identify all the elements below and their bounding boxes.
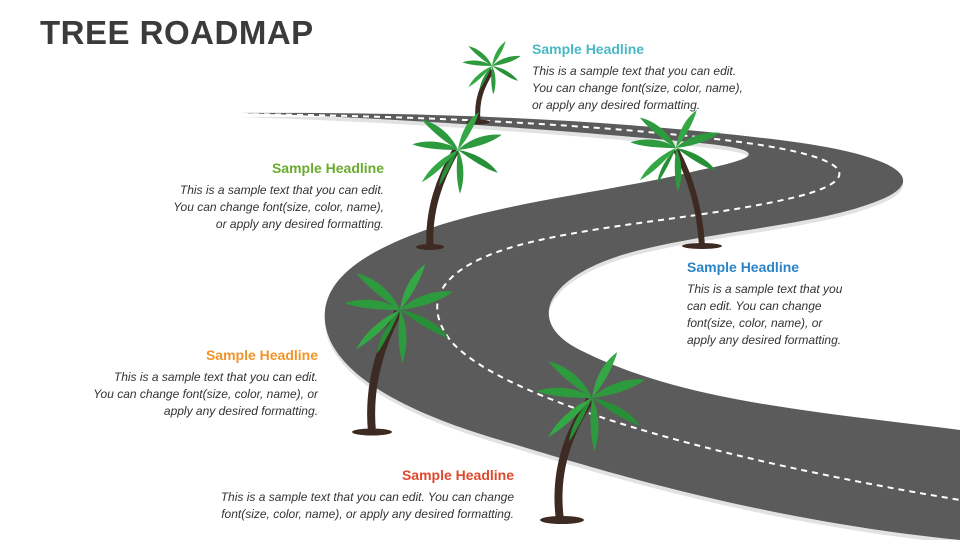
milestone-4: Sample Headline This is a sample text th… [58, 347, 318, 420]
milestone-1-text: This is a sample text that you can edit.… [532, 64, 743, 112]
milestone-1-headline: Sample Headline [532, 41, 645, 57]
palm-tree-2 [412, 112, 502, 250]
milestone-3-text: This is a sample text that you can edit.… [687, 282, 843, 347]
milestone-5-text: This is a sample text that you can edit.… [220, 490, 514, 521]
milestone-5: Sample Headline This is a sample text th… [154, 467, 514, 523]
milestone-4-headline: Sample Headline [205, 347, 318, 363]
milestone-3: Sample Headline This is a sample text th… [687, 259, 907, 349]
road [240, 112, 960, 540]
palm-tree-4 [344, 264, 453, 436]
palm-tree-3 [630, 110, 722, 249]
slide-title: TREE ROADMAP [40, 14, 314, 51]
milestone-5-headline: Sample Headline [401, 467, 514, 483]
milestone-2-text: This is a sample text that you can edit.… [173, 183, 384, 231]
milestone-4-text: This is a sample text that you can edit.… [93, 370, 318, 418]
milestone-1: Sample Headline This is a sample text th… [532, 41, 792, 114]
palm-tree-1 [462, 41, 521, 125]
palm-tree-5 [536, 352, 645, 524]
road-center-line [241, 113, 960, 501]
milestone-2: Sample Headline This is a sample text th… [124, 160, 384, 233]
milestone-3-headline: Sample Headline [687, 259, 800, 275]
milestone-2-headline: Sample Headline [271, 160, 384, 176]
